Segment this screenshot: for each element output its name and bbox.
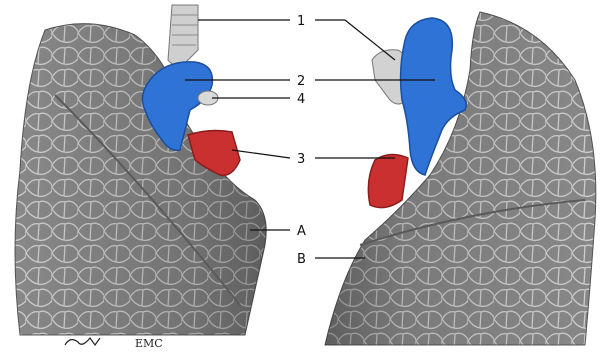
artist-signature (65, 338, 100, 345)
label-2: 2 (297, 74, 305, 89)
pulmonary-artery (368, 154, 408, 207)
label-4: 4 (297, 92, 305, 107)
label-3: 3 (297, 152, 305, 167)
publisher-credit: EMC (135, 337, 163, 350)
right-lung (325, 12, 596, 345)
label-b: B (297, 252, 306, 267)
left-lung (15, 24, 266, 335)
label-1: 1 (297, 14, 305, 29)
label-a: A (297, 224, 306, 239)
